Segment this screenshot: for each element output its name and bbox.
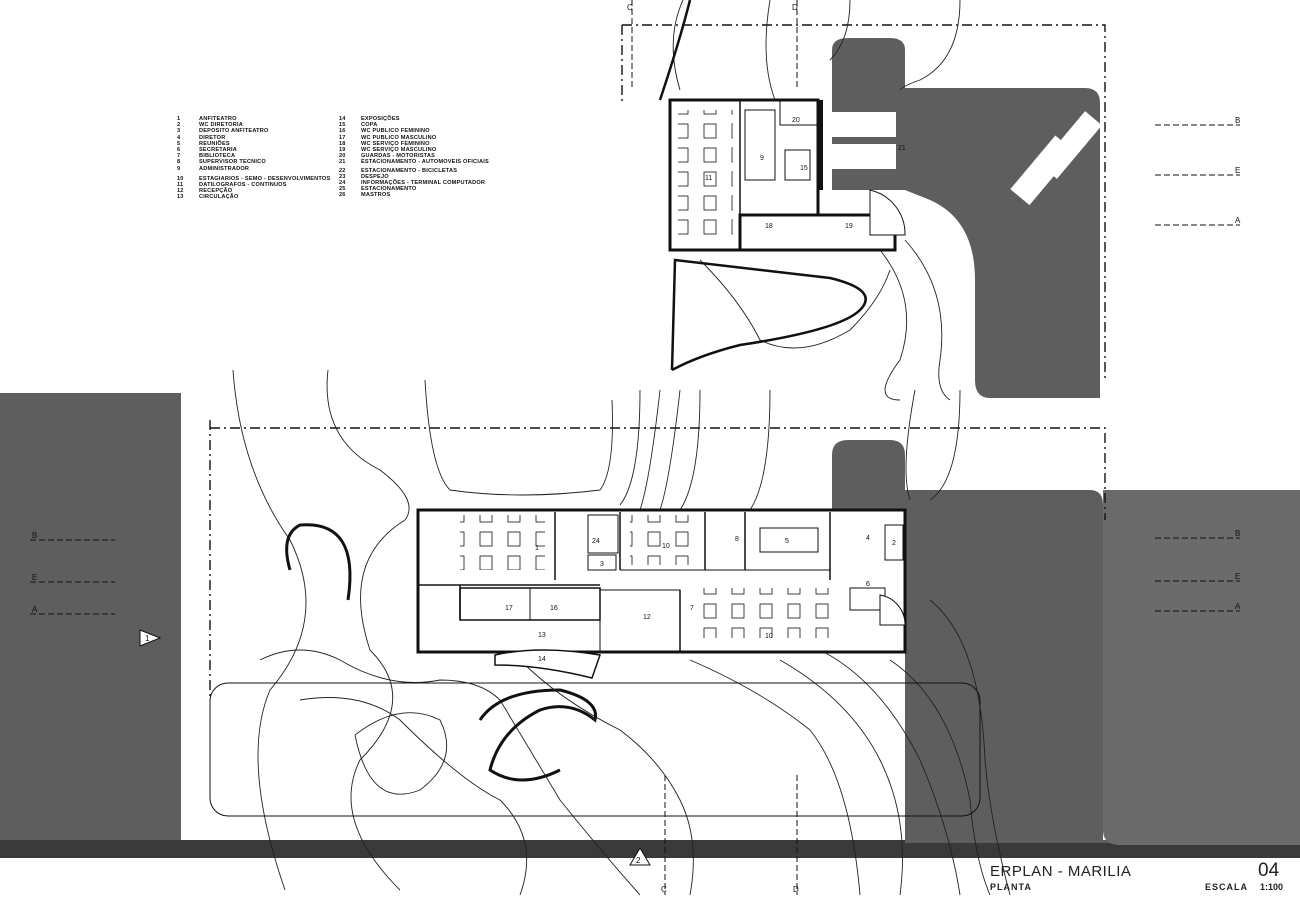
svg-text:15: 15 xyxy=(800,165,808,172)
svg-text:21: 21 xyxy=(898,145,906,152)
svg-text:E: E xyxy=(32,573,37,582)
svg-text:1: 1 xyxy=(535,545,539,552)
svg-text:C: C xyxy=(627,3,633,12)
svg-text:11: 11 xyxy=(705,175,712,182)
svg-text:9: 9 xyxy=(760,155,764,162)
svg-text:12: 12 xyxy=(643,614,651,621)
svg-text:2: 2 xyxy=(636,856,641,865)
property-boundary xyxy=(209,24,1106,700)
svg-text:1: 1 xyxy=(145,634,150,643)
svg-text:10: 10 xyxy=(662,543,670,550)
drawing-subtitle: PLANTA xyxy=(990,882,1032,892)
parking-spaces xyxy=(826,111,1102,206)
lower-garden-outline xyxy=(209,682,981,817)
svg-text:E: E xyxy=(1235,572,1240,581)
svg-text:10: 10 xyxy=(765,633,773,640)
svg-text:D: D xyxy=(793,885,799,894)
svg-text:8: 8 xyxy=(735,536,739,543)
svg-text:D: D xyxy=(792,3,798,12)
upper-ramp-wall xyxy=(670,258,867,372)
svg-text:2: 2 xyxy=(892,540,896,547)
svg-text:19: 19 xyxy=(845,223,853,230)
svg-text:A: A xyxy=(1235,602,1241,611)
curved-wall-center xyxy=(478,688,598,782)
upper-building xyxy=(668,98,906,252)
svg-text:A: A xyxy=(32,605,38,614)
contour-lines xyxy=(232,0,1011,896)
svg-text:18: 18 xyxy=(765,223,773,230)
svg-text:B: B xyxy=(32,531,37,540)
svg-text:14: 14 xyxy=(538,656,546,663)
svg-text:C: C xyxy=(661,885,667,894)
paved-areas xyxy=(0,38,1300,858)
left-paving xyxy=(0,393,181,843)
scale-label: ESCALA xyxy=(1205,882,1249,892)
scale-value: 1:100 xyxy=(1260,882,1284,892)
lower-building xyxy=(416,508,907,679)
svg-text:6: 6 xyxy=(866,581,870,588)
sheet-number: 04 xyxy=(1258,860,1280,881)
section-mark-labels: B E A B E A B E A C D C D 1 2 xyxy=(32,3,1241,894)
svg-text:7: 7 xyxy=(690,605,694,612)
curved-wall-left xyxy=(285,523,352,601)
svg-text:B: B xyxy=(1235,529,1240,538)
svg-text:16: 16 xyxy=(550,605,558,612)
right-paving-lower xyxy=(905,490,1300,843)
svg-text:4: 4 xyxy=(866,535,870,542)
section-marks xyxy=(30,0,1240,895)
upper-retaining-wall xyxy=(658,0,692,101)
svg-text:B: B xyxy=(1235,116,1240,125)
svg-text:17: 17 xyxy=(505,605,513,612)
svg-text:3: 3 xyxy=(600,561,604,568)
right-paving-upper xyxy=(832,38,1100,398)
svg-text:5: 5 xyxy=(785,538,789,545)
svg-text:24: 24 xyxy=(592,538,600,545)
road-band xyxy=(0,840,1300,858)
svg-text:13: 13 xyxy=(538,632,546,639)
room-labels: 1 2 3 4 5 6 7 8 10 10 12 13 14 16 17 24 … xyxy=(505,117,906,663)
svg-text:E: E xyxy=(1235,166,1240,175)
project-title: ERPLAN - MARILIA xyxy=(990,863,1132,880)
svg-text:20: 20 xyxy=(792,117,800,124)
svg-text:A: A xyxy=(1235,216,1241,225)
